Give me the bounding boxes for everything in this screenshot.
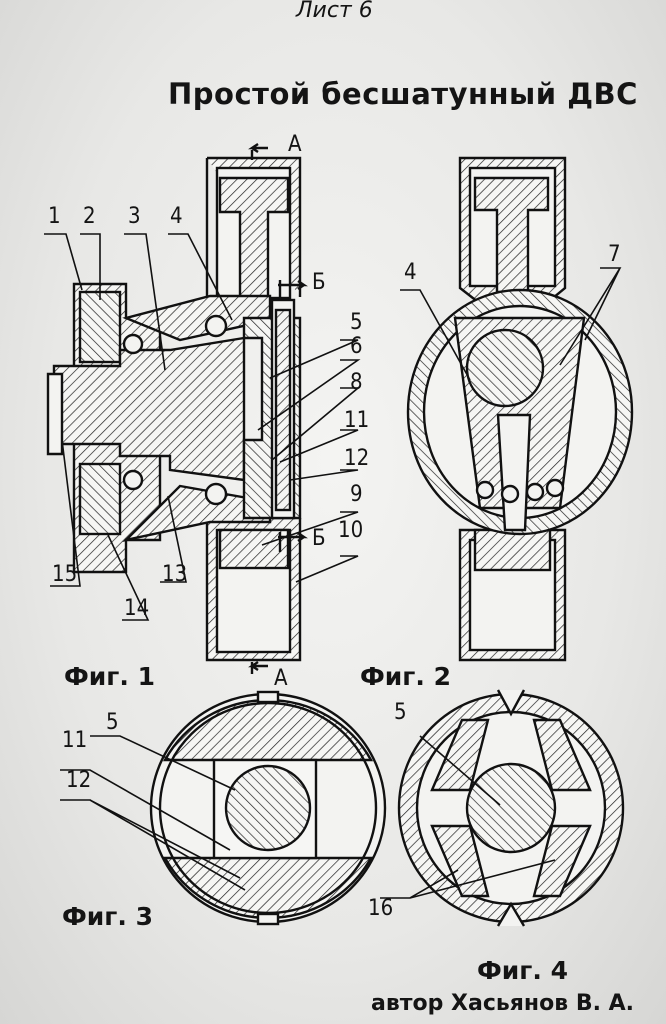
fig1-label-6: 6 <box>350 334 363 359</box>
fig1-label-8: 8 <box>350 370 363 395</box>
fig1-label-5: 5 <box>350 310 363 335</box>
section-mark-b-bottom: Б <box>312 526 326 551</box>
drawing-title: Простой бесшатунный ДВС <box>168 77 638 111</box>
fig1-label-10: 10 <box>338 518 364 543</box>
fig1-drawing <box>46 143 308 674</box>
fig4-drawing <box>397 689 625 927</box>
leader-lines <box>44 233 622 899</box>
fig1-label-11: 11 <box>344 408 370 433</box>
section-mark-a-bottom: А <box>274 666 288 691</box>
fig3-label-12: 12 <box>66 768 92 793</box>
fig1-label-13: 13 <box>162 562 188 587</box>
fig1-label-15: 15 <box>52 562 78 587</box>
caption-fig2: Фиг. 2 <box>360 662 451 691</box>
fig4-label-5: 5 <box>394 700 407 725</box>
fig1-label-14: 14 <box>124 596 150 621</box>
section-mark-a-top: А <box>288 132 302 157</box>
caption-fig1: Фиг. 1 <box>64 662 155 691</box>
fig3-drawing <box>149 690 387 926</box>
fig3-label-5: 5 <box>106 710 119 735</box>
fig1-label-1: 1 <box>48 204 61 229</box>
author-credit: автор Хасьянов В. А. <box>371 991 634 1016</box>
fig1-label-2: 2 <box>83 204 96 229</box>
fig4-label-16: 16 <box>368 896 394 921</box>
fig1-label-3: 3 <box>128 204 141 229</box>
fig3-label-11: 11 <box>62 728 88 753</box>
fig2-label-4: 4 <box>404 260 417 285</box>
fig1-label-4: 4 <box>170 204 183 229</box>
fig2-label-7: 7 <box>608 242 621 267</box>
sheet-number: Лист 6 <box>296 0 373 23</box>
fig1-label-9: 9 <box>350 482 363 507</box>
caption-fig3: Фиг. 3 <box>62 902 153 931</box>
fig2-drawing <box>406 156 634 662</box>
fig1-label-12: 12 <box>344 446 370 471</box>
caption-fig4: Фиг. 4 <box>477 956 568 985</box>
section-mark-b-top: Б <box>312 270 326 295</box>
